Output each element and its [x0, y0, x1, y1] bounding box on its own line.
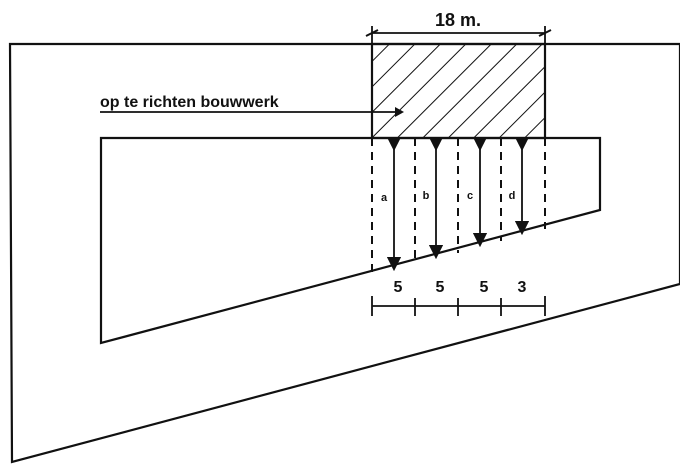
depth-arrows — [386, 136, 530, 272]
segment-label-1: 5 — [394, 279, 403, 296]
building-leader-arrowhead — [395, 107, 404, 117]
lot-outline — [99, 136, 602, 345]
depth-label-c: c — [467, 190, 473, 202]
building-label: op te richten bouwwerk — [100, 94, 279, 111]
segment-label-4: 3 — [518, 279, 527, 296]
segment-label-3: 5 — [480, 279, 489, 296]
width-label: 18 m. — [435, 10, 481, 30]
depth-label-a: a — [381, 192, 388, 204]
segment-label-2: 5 — [436, 279, 445, 296]
segment-dimension — [371, 296, 546, 316]
dashed-projections — [371, 138, 546, 276]
width-dimension — [365, 26, 552, 44]
depth-label-b: b — [423, 190, 430, 202]
building-hatched — [370, 42, 547, 140]
depth-label-d: d — [509, 190, 516, 202]
